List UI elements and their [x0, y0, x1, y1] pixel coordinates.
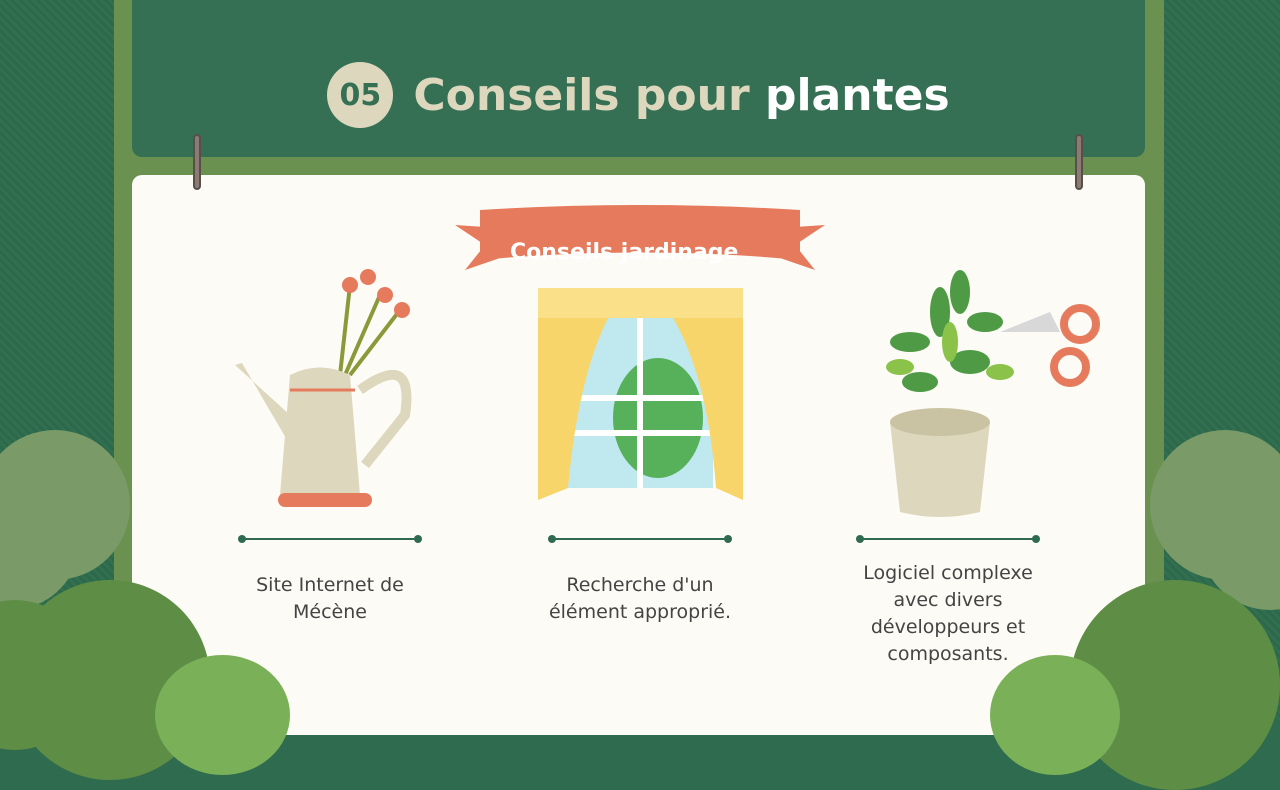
divider — [548, 535, 732, 543]
bush-decoration — [155, 655, 290, 775]
bush-decoration — [990, 655, 1120, 775]
section-number: 05 — [327, 62, 394, 128]
divider — [238, 535, 422, 543]
title-part1: Conseils pour — [413, 69, 750, 121]
tip-item: Logiciel complexe avec divers développeu… — [848, 535, 1048, 668]
tip-caption: Logiciel complexe avec divers développeu… — [863, 562, 1033, 665]
hook-icon — [193, 134, 201, 190]
tip-caption: Recherche d'un élément approprié. — [548, 574, 732, 623]
watering-can-icon — [235, 269, 412, 507]
header: 05 Conseils pour plantes — [132, 0, 1145, 157]
page-title: 05 Conseils pour plantes — [132, 62, 1145, 128]
tip-item: Site Internet de Mécène — [230, 535, 430, 626]
title-part2: plantes — [764, 69, 950, 121]
tip-caption: Site Internet de Mécène — [256, 574, 404, 623]
ribbon-banner — [455, 205, 825, 270]
window-curtains-icon — [538, 288, 743, 500]
banner-label: Conseils jardinage — [510, 240, 739, 264]
tip-item: Recherche d'un élément approprié. — [540, 535, 740, 626]
potted-plant-scissors-icon — [886, 270, 1100, 517]
hook-icon — [1075, 134, 1083, 190]
divider — [856, 535, 1040, 543]
